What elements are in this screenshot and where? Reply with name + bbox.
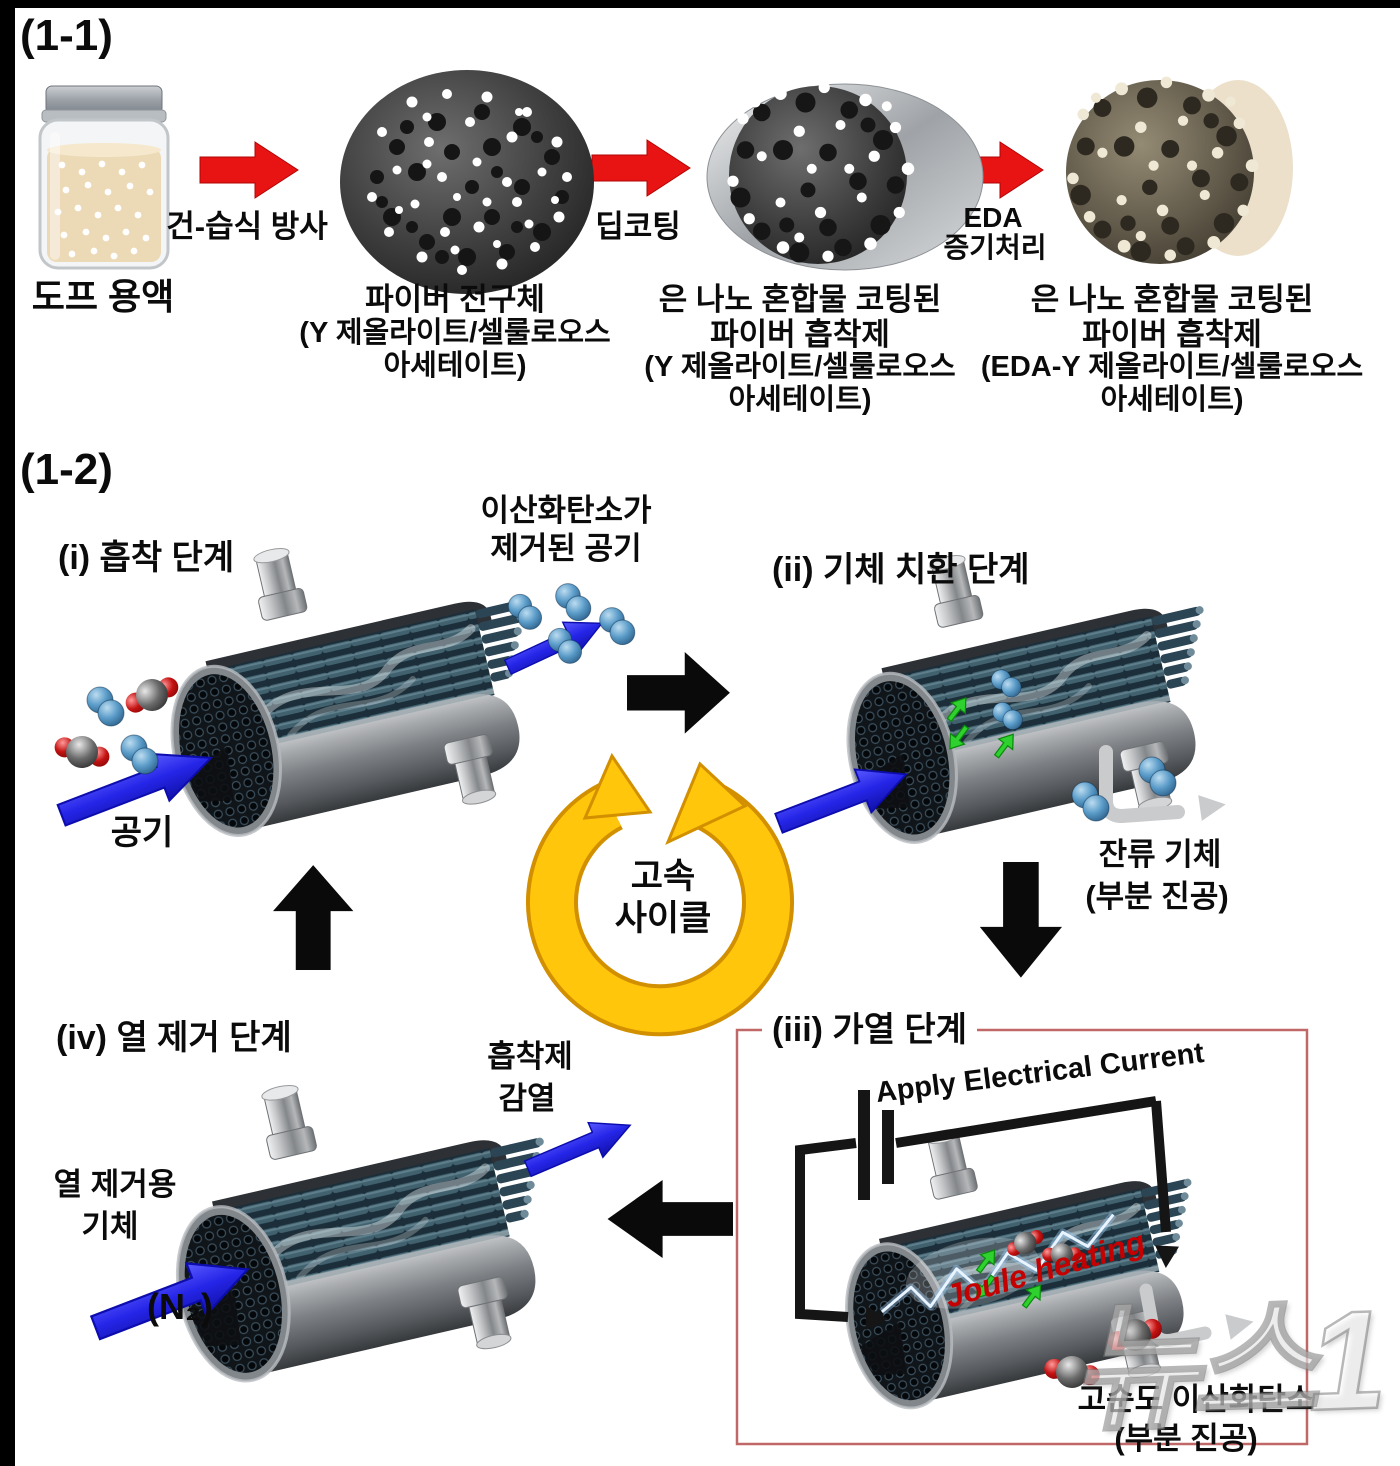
step-arrow-i-to-ii: [627, 652, 730, 734]
adsorber-module-stage-iv: [138, 1031, 586, 1414]
step-arrow-ii-to-iii: [979, 862, 1062, 978]
heating-stage-frame: [735, 1028, 1309, 1446]
dope-jar-icon: [38, 85, 170, 270]
eda-fiber-image: [1066, 76, 1293, 264]
stage-iii-interior: [879, 1212, 1117, 1315]
capacitor-icon: [858, 1090, 870, 1200]
electrical-circuit: [795, 1090, 1179, 1330]
top-border: [0, 0, 1400, 8]
step-arrow-iii-to-iv: [607, 1180, 733, 1258]
adsorber-module-stage-i: [134, 496, 569, 868]
fiber-precursor-image: [340, 70, 594, 294]
process-arrow-dipcoating: [591, 139, 691, 197]
coated-fiber-image: [706, 81, 984, 271]
cycle-arrow-icon: [526, 752, 794, 1037]
left-border: [0, 0, 15, 1466]
process-arrow-spinning: [199, 141, 299, 199]
adsorber-module-stage-ii: [810, 503, 1245, 875]
step-arrow-iv-to-i: [273, 865, 354, 970]
lightning-icon: [880, 1213, 1115, 1313]
news1-watermark: 뉴스1: [1067, 1279, 1380, 1449]
